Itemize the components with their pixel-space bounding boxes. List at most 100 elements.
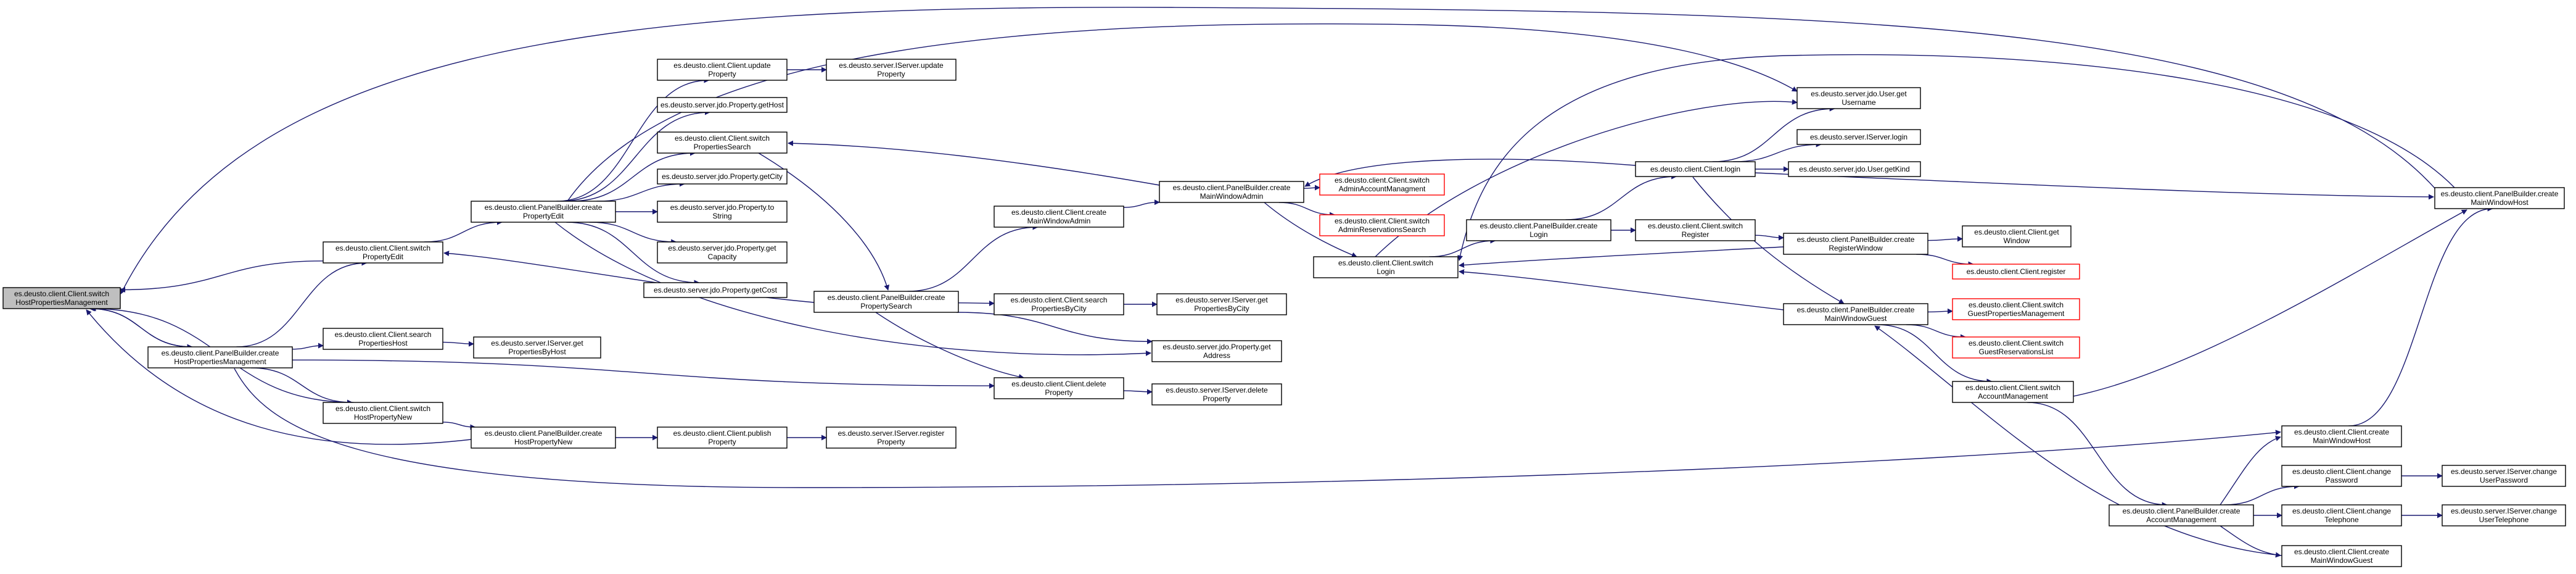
graph-node-n23[interactable]: es.deusto.server.IServer.getPropertiesBy… (1156, 293, 1287, 315)
node-box[interactable] (2281, 504, 2402, 526)
graph-node-n40[interactable]: es.deusto.client.Client.switchGuestReser… (1952, 336, 2080, 359)
node-box[interactable] (1159, 181, 1304, 203)
graph-node-n3[interactable]: es.deusto.client.Client.searchProperties… (323, 328, 443, 350)
node-box[interactable] (813, 291, 959, 313)
graph-node-n46[interactable]: es.deusto.client.Client.createMainWindow… (2281, 545, 2402, 567)
node-box[interactable] (2442, 465, 2566, 487)
node-box[interactable] (2109, 504, 2254, 526)
node-box[interactable] (471, 426, 616, 449)
node-box[interactable] (1319, 214, 1445, 236)
node-box[interactable] (471, 201, 616, 223)
graph-node-n35[interactable]: es.deusto.client.PanelBuilder.createRegi… (1783, 233, 1928, 255)
graph-node-n48[interactable]: es.deusto.server.IServer.changeUserTelep… (2442, 504, 2566, 526)
node-box[interactable] (994, 206, 1124, 228)
node-box[interactable] (1796, 129, 1921, 145)
node-box[interactable] (2, 287, 121, 309)
graph-node-n25[interactable]: es.deusto.client.PanelBuilder.createMain… (1159, 181, 1304, 203)
graph-node-n33[interactable]: es.deusto.server.IServer.login (1796, 129, 1921, 145)
node-box[interactable] (147, 346, 293, 368)
graph-node-n26[interactable]: es.deusto.client.Client.switchAdminAccou… (1319, 173, 1445, 196)
graph-node-n29[interactable]: es.deusto.client.PanelBuilder.createLogi… (1466, 219, 1611, 241)
node-box[interactable] (1962, 225, 2072, 247)
graph-node-n47[interactable]: es.deusto.server.IServer.changeUserPassw… (2442, 465, 2566, 487)
node-box[interactable] (2442, 504, 2566, 526)
node-box[interactable] (643, 282, 788, 298)
graph-node-n49[interactable]: es.deusto.client.PanelBuilder.createMain… (2434, 187, 2565, 209)
graph-node-n30[interactable]: es.deusto.client.Client.login (1635, 161, 1756, 177)
node-box[interactable] (657, 131, 788, 154)
node-box[interactable] (1783, 303, 1928, 325)
graph-node-n41[interactable]: es.deusto.client.Client.switchAccountMan… (1952, 381, 2074, 403)
graph-node-n42[interactable]: es.deusto.client.PanelBuilder.createAcco… (2109, 504, 2254, 526)
graph-node-n0[interactable]: es.deusto.client.Client.switchHostProper… (2, 287, 121, 309)
node-box[interactable] (1952, 264, 2080, 280)
node-box[interactable] (657, 168, 788, 185)
node-box[interactable] (657, 59, 788, 81)
node-box[interactable] (1151, 383, 1282, 406)
graph-node-n7[interactable]: es.deusto.client.PanelBuilder.createHost… (471, 426, 616, 449)
graph-node-n14[interactable]: es.deusto.server.jdo.Property.getCost (643, 282, 788, 298)
node-box[interactable] (323, 402, 443, 424)
node-box[interactable] (1156, 293, 1287, 315)
node-box[interactable] (2281, 545, 2402, 567)
node-box[interactable] (1151, 340, 1282, 362)
node-box[interactable] (1788, 161, 1921, 177)
node-box[interactable] (323, 328, 443, 350)
graph-node-n13[interactable]: es.deusto.server.jdo.Property.getCapacit… (657, 241, 788, 264)
node-box[interactable] (994, 293, 1124, 315)
node-box[interactable] (2434, 187, 2565, 209)
node-box[interactable] (1319, 173, 1445, 196)
node-box[interactable] (826, 426, 957, 449)
graph-node-n27[interactable]: es.deusto.client.Client.switchAdminReser… (1319, 214, 1445, 236)
node-box[interactable] (994, 377, 1124, 399)
graph-node-n20[interactable]: es.deusto.server.IServer.registerPropert… (826, 426, 957, 449)
node-box[interactable] (1783, 233, 1928, 255)
graph-node-n2[interactable]: es.deusto.client.Client.switchPropertyEd… (323, 241, 443, 264)
node-box[interactable] (1952, 336, 2080, 359)
graph-node-n21[interactable]: es.deusto.client.Client.createMainWindow… (994, 206, 1124, 228)
graph-node-n9[interactable]: es.deusto.server.jdo.Property.getHost (657, 97, 788, 113)
graph-node-n34[interactable]: es.deusto.server.jdo.User.getKind (1788, 161, 1921, 177)
node-box[interactable] (657, 426, 788, 449)
node-box[interactable] (1313, 256, 1459, 278)
graph-node-n17[interactable]: es.deusto.client.PanelBuilder.createProp… (813, 291, 959, 313)
node-box[interactable] (1952, 381, 2074, 403)
graph-node-n5[interactable]: es.deusto.client.PanelBuilder.createProp… (471, 201, 616, 223)
node-box[interactable] (657, 201, 788, 223)
graph-node-n36[interactable]: es.deusto.client.PanelBuilder.createMain… (1783, 303, 1928, 325)
graph-node-n38[interactable]: es.deusto.client.Client.register (1952, 264, 2080, 280)
node-box[interactable] (657, 241, 788, 264)
node-box[interactable] (1635, 219, 1756, 241)
node-box[interactable] (657, 97, 788, 113)
graph-node-n6[interactable]: es.deusto.server.IServer.getPropertiesBy… (473, 336, 601, 359)
node-box[interactable] (826, 59, 957, 81)
node-box[interactable] (1796, 87, 1921, 109)
graph-node-n11[interactable]: es.deusto.server.jdo.Property.getCity (657, 168, 788, 185)
node-box[interactable] (2281, 465, 2402, 487)
graph-node-n22[interactable]: es.deusto.client.Client.searchProperties… (994, 293, 1124, 315)
node-box[interactable] (2281, 425, 2402, 447)
node-box[interactable] (1466, 219, 1611, 241)
graph-node-n10[interactable]: es.deusto.client.Client.switchProperties… (657, 131, 788, 154)
node-box[interactable] (1952, 298, 2080, 320)
graph-node-n39[interactable]: es.deusto.client.Client.switchGuestPrope… (1952, 298, 2080, 320)
graph-node-n1[interactable]: es.deusto.client.PanelBuilder.createHost… (147, 346, 293, 368)
node-box[interactable] (473, 336, 601, 359)
graph-node-n4[interactable]: es.deusto.client.Client.switchHostProper… (323, 402, 443, 424)
node-box[interactable] (323, 241, 443, 264)
node-box[interactable] (1635, 161, 1756, 177)
graph-node-n43[interactable]: es.deusto.client.Client.createMainWindow… (2281, 425, 2402, 447)
